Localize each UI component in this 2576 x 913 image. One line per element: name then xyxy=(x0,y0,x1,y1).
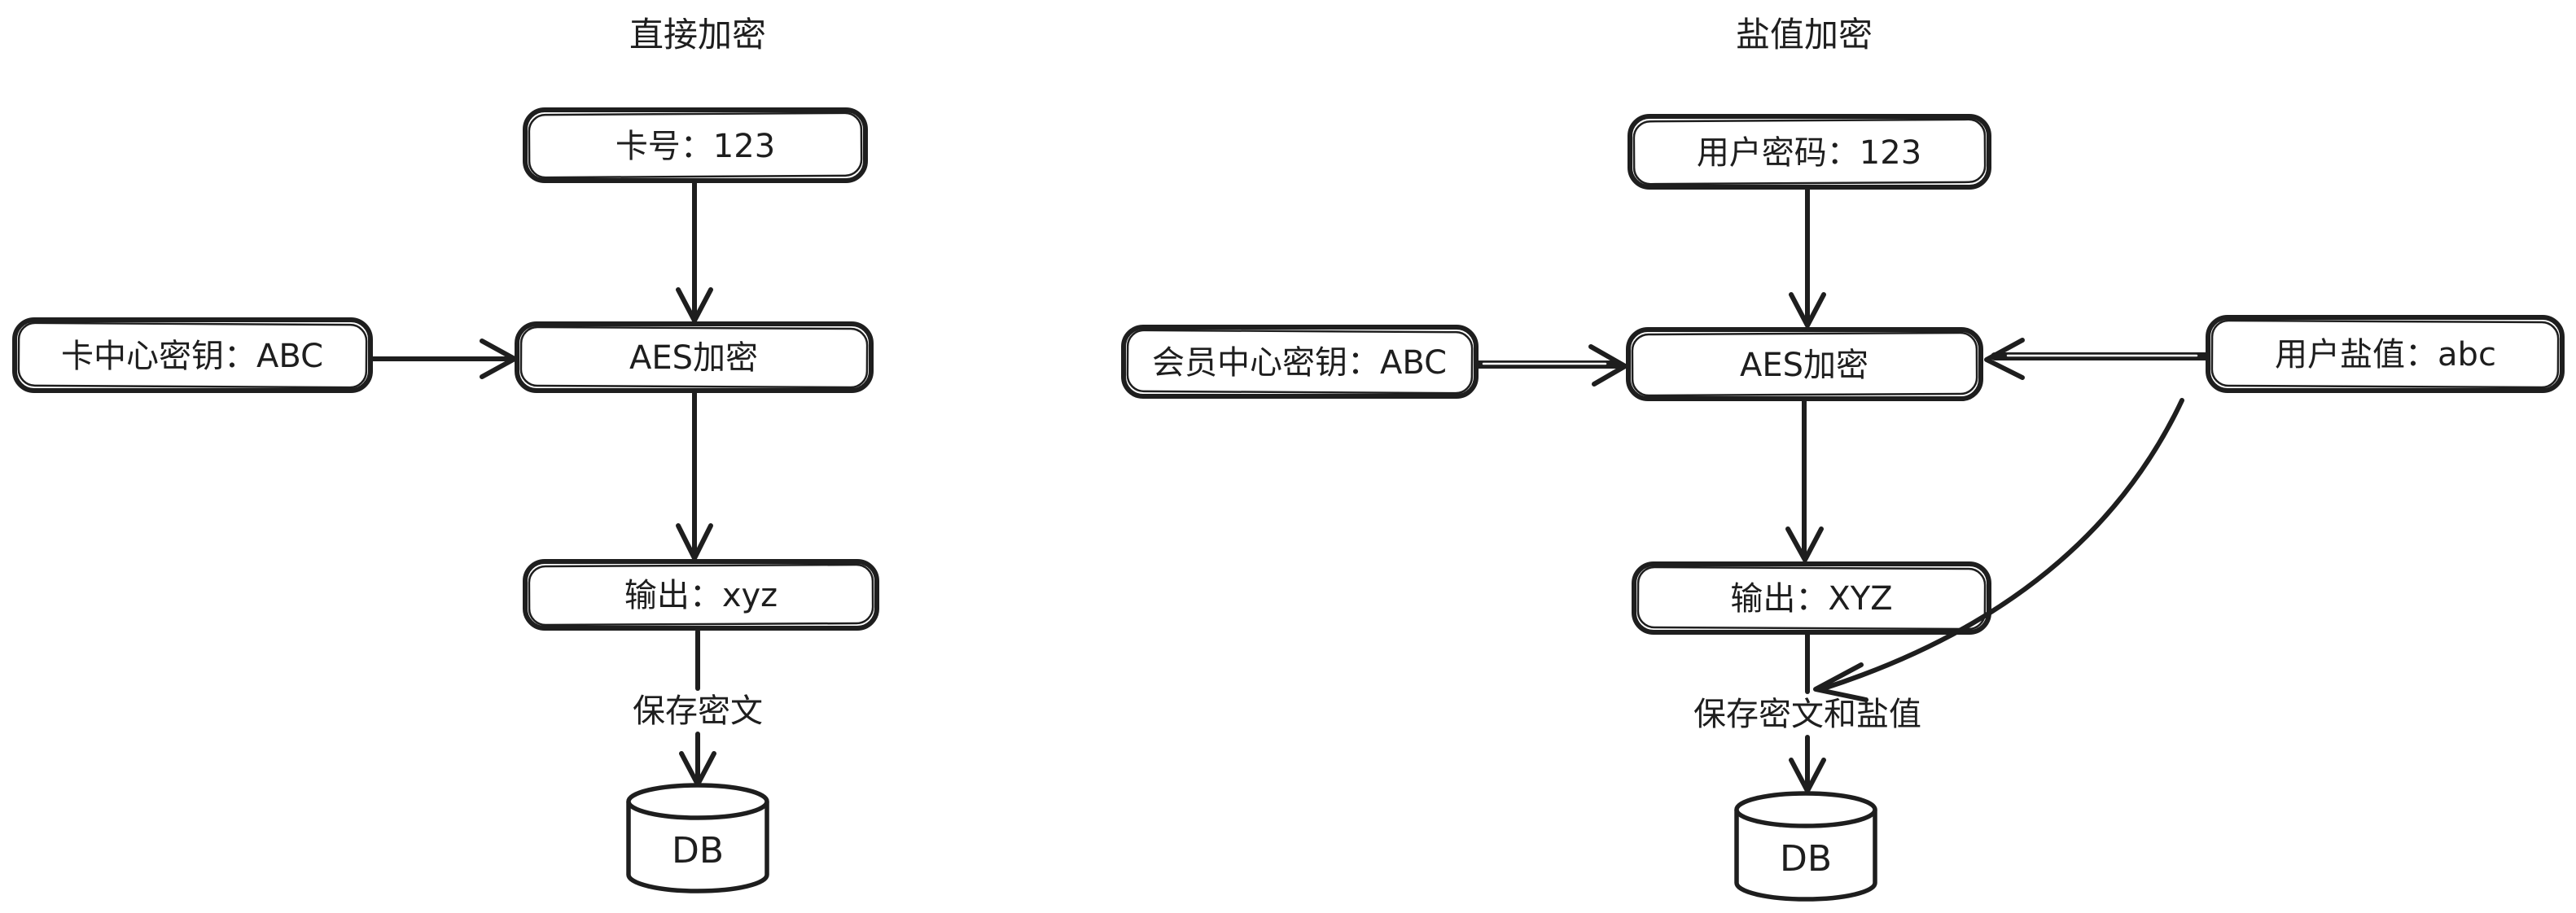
aes-encrypt-node-right: AES加密 xyxy=(1626,327,1983,401)
user-password-label: 用户密码：123 xyxy=(1697,134,1921,172)
curved-arrow-salt-to-save xyxy=(1813,398,2184,702)
arrow-key-to-aes-left xyxy=(370,339,517,379)
card-number-label: 卡号：123 xyxy=(616,128,775,165)
card-number-node: 卡号：123 xyxy=(523,107,868,183)
left-flow-title: 直接加密 xyxy=(629,15,766,55)
user-password-box-sketch xyxy=(1632,118,1987,186)
card-center-key-box-sketch xyxy=(17,321,368,389)
db-cylinder-right-top xyxy=(1734,791,1877,828)
right-flow: 盐值加密 用户密码：123 会员中心密钥：ABC AES加密 xyxy=(1121,15,2565,902)
db-cylinder-left: DB xyxy=(626,783,769,893)
right-flow-title: 盐值加密 xyxy=(1736,15,1873,55)
aes-encrypt-box-left-sketch xyxy=(519,325,869,389)
aes-encrypt-node-left: AES加密 xyxy=(515,321,874,393)
user-salt-box-sketch xyxy=(2210,319,2560,389)
left-flow: 直接加密 卡号：123 卡中心密钥：ABC AES加密 xyxy=(12,15,879,893)
output-box-left-sketch xyxy=(528,563,874,627)
arrow-card-to-aes xyxy=(676,180,713,323)
save-ciphertext-label: 保存密文 xyxy=(633,692,763,730)
db-cylinder-left-body xyxy=(626,802,769,893)
card-center-key-box xyxy=(12,317,373,393)
aes-encrypt-box-right-sketch xyxy=(1631,331,1978,397)
arrow-password-to-aes xyxy=(1789,186,1826,328)
db-cylinder-left-top xyxy=(626,783,769,820)
card-center-key-node: 卡中心密钥：ABC xyxy=(12,317,373,393)
db-cylinder-right: DB xyxy=(1734,791,1877,902)
db-cylinder-right-body xyxy=(1734,810,1877,902)
user-password-node: 用户密码：123 xyxy=(1628,114,1991,190)
aes-encrypt-label-right: AES加密 xyxy=(1740,347,1868,384)
output-box-right-sketch xyxy=(1636,566,1987,631)
output-node-left: 输出：xyz xyxy=(523,559,879,631)
output-box-right xyxy=(1632,561,1991,635)
arrow-output-to-db-left: 保存密文 xyxy=(633,629,763,787)
save-ciphertext-salt-label: 保存密文和盐值 xyxy=(1693,696,1921,733)
member-center-key-label: 会员中心密钥：ABC xyxy=(1152,344,1447,382)
arrow-aes-to-output-right xyxy=(1785,398,1824,562)
arrow-output-to-db-right: 保存密文和盐值 xyxy=(1693,631,1921,793)
output-label-right: 输出：XYZ xyxy=(1730,580,1892,618)
card-number-box-sketch xyxy=(528,111,863,179)
aes-encrypt-label-left: AES加密 xyxy=(629,339,758,377)
user-salt-node: 用户盐值：abc xyxy=(2206,315,2565,393)
db-label-right: DB xyxy=(1780,838,1832,880)
output-node-right: 输出：XYZ xyxy=(1632,561,1991,635)
user-password-box xyxy=(1628,114,1991,190)
db-label-left: DB xyxy=(672,830,724,872)
arrow-salt-to-aes xyxy=(1984,338,2210,380)
arrow-aes-to-output-left xyxy=(676,390,713,561)
output-box-left xyxy=(523,559,879,631)
card-center-key-label: 卡中心密钥：ABC xyxy=(61,338,323,375)
output-label-left: 输出：xyz xyxy=(624,577,778,614)
member-center-key-node: 会员中心密钥：ABC xyxy=(1121,325,1479,399)
member-center-key-box-sketch xyxy=(1126,329,1474,395)
arrow-key-to-aes-right xyxy=(1474,344,1628,387)
user-salt-label: 用户盐值：abc xyxy=(2275,336,2496,374)
